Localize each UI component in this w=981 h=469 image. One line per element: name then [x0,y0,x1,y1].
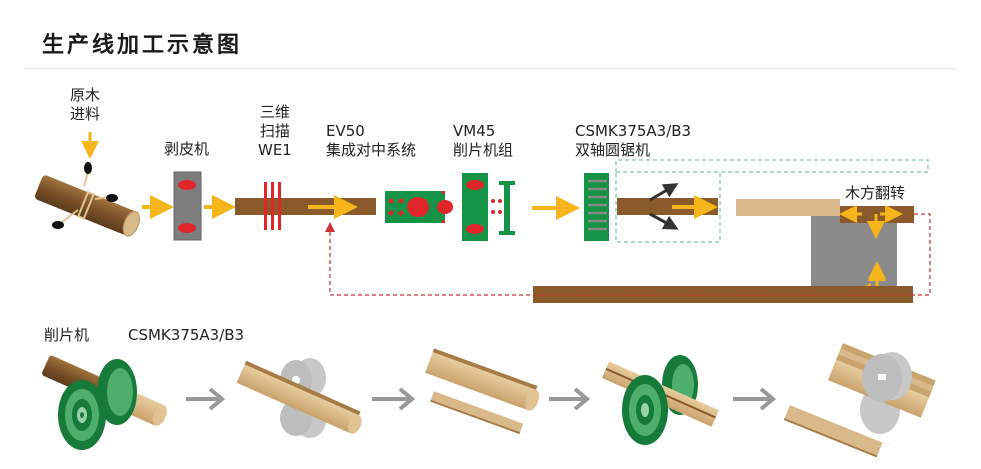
label-centering: EV50 集成对中系统 [326,122,416,160]
label-twin-saw: CSMK375A3/B3 双轴圆锯机 [575,122,691,160]
label-line: 扫描 [259,122,290,140]
step-arrow-icon [372,387,416,411]
page-title: 生产线加工示意图 [42,33,243,58]
chipper-machine [462,173,515,241]
label-line: 三维 [259,103,290,121]
step-slab-removed-icon [425,348,540,435]
label-debarker: 剥皮机 [164,140,210,158]
saw-conveyor [617,198,718,215]
scanner-bars [264,182,281,230]
label-scanner: 三维 扫描 WE1 [258,103,292,160]
centering-machine [385,191,453,223]
side-board-arrows [649,183,679,230]
saw-zone-dashed [615,159,929,243]
turner-frame [811,216,897,286]
step-sawing-icon [236,358,362,438]
step-resawing-icon [783,343,936,458]
label-log-infeed: 原木 进料 [70,86,100,124]
step-arrow-icon [186,387,226,411]
conveyor [235,198,376,215]
label-line: 削片机组 [453,141,514,159]
label-line: 原木 [70,86,101,104]
label-bottom-saw: CSMK375A3/B3 [128,326,245,344]
label-line: EV50 [326,122,365,140]
light-cant [736,199,840,216]
step-arrow-icon [733,387,777,411]
step-second-chipping-icon [601,355,719,445]
debarker-machine [173,171,202,241]
label-line: VM45 [453,122,496,140]
twin-saw-machine [584,173,609,241]
label-chipper: VM45 削片机组 [453,122,513,160]
step-chipping-icon [42,355,167,450]
label-line: WE1 [258,141,292,159]
return-arrowhead [325,222,335,232]
label-line: 双轴圆锯机 [575,141,651,159]
title-divider [24,68,956,69]
label-line: 集成对中系统 [326,141,417,159]
return-path-dashed [329,213,931,296]
raw-log-icon [34,162,140,237]
step-arrow-icon [549,387,591,411]
label-line: 进料 [70,105,101,123]
label-cant-turner: 木方翻转 [845,184,906,202]
label-line: CSMK375A3/B3 [575,122,692,140]
label-bottom-chipper: 削片机 [44,326,90,344]
